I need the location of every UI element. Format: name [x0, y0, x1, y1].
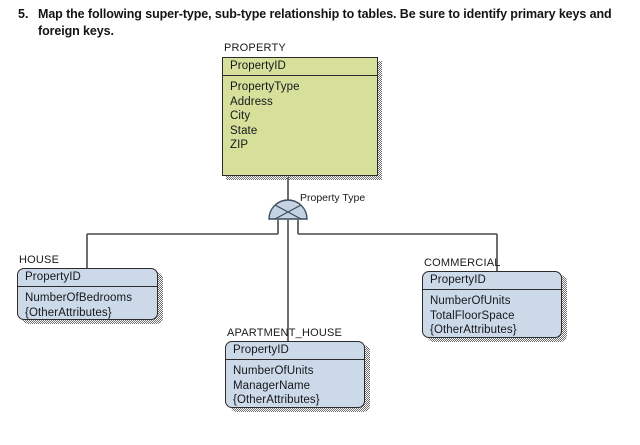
entity-commercial-primary-key: PropertyID	[423, 272, 561, 290]
entity-house[interactable]: PropertyID NumberOfBedrooms {OtherAttrib…	[17, 268, 158, 320]
entity-apartment-house[interactable]: PropertyID NumberOfUnits ManagerName {Ot…	[225, 341, 365, 408]
entity-apartment-house-attributes: NumberOfUnits ManagerName {OtherAttribut…	[226, 360, 364, 412]
question-number: 5.	[18, 7, 29, 21]
attribute-row: TotalFloorSpace	[430, 309, 515, 322]
attribute-row: {OtherAttributes}	[430, 324, 517, 336]
entity-title-commercial: COMMERCIAL	[424, 257, 501, 269]
attribute-row: State	[230, 124, 258, 137]
discriminator-label: Property Type	[300, 192, 366, 204]
attribute-row: Address	[230, 95, 273, 108]
entity-title-house: HOUSE	[19, 254, 60, 266]
question-block: 5. Map the following super-type, sub-typ…	[18, 6, 618, 40]
attribute-row: NumberOfUnits	[233, 365, 314, 377]
entity-apartment-house-primary-key: PropertyID	[226, 342, 364, 360]
entity-title-property: PROPERTY	[224, 42, 286, 54]
attribute-row: ZIP	[230, 139, 249, 151]
entity-property[interactable]: PropertyID PropertyType Address City Sta…	[222, 57, 378, 176]
attribute-row: {OtherAttributes}	[25, 306, 112, 319]
attribute-row: NumberOfBedrooms	[25, 292, 133, 304]
attribute-row: NumberOfUnits	[430, 295, 511, 307]
attribute-row: City	[230, 110, 251, 122]
entity-commercial[interactable]: PropertyID NumberOfUnits TotalFloorSpace…	[422, 271, 562, 338]
entity-property-primary-key: PropertyID	[223, 58, 377, 76]
entity-house-primary-key: PropertyID	[18, 269, 157, 287]
question-text: Map the following super-type, sub-type r…	[38, 7, 612, 38]
entity-commercial-attributes: NumberOfUnits TotalFloorSpace {OtherAttr…	[423, 290, 561, 342]
entity-title-apartment-house: APARTMENT_HOUSE	[227, 327, 343, 339]
entity-house-attributes: NumberOfBedrooms {OtherAttributes}	[18, 287, 157, 324]
subtype-discriminator-icon	[268, 199, 308, 220]
attribute-row: {OtherAttributes}	[233, 394, 320, 406]
entity-property-attributes: PropertyType Address City State ZIP	[223, 76, 377, 157]
attribute-row: ManagerName	[233, 379, 311, 392]
attribute-row: PropertyType	[230, 81, 300, 93]
